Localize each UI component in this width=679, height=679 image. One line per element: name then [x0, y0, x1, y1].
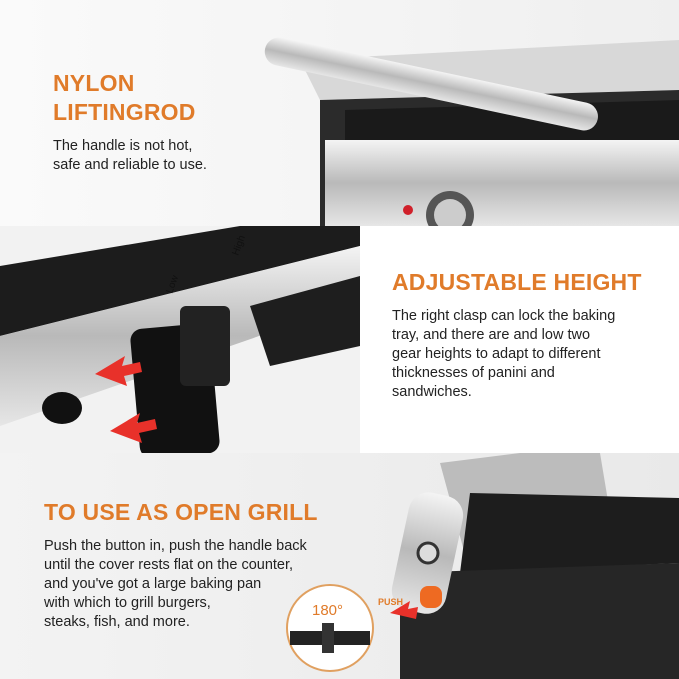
section-text: Push the button in, push the handle back — [44, 538, 307, 554]
grill-open-image: PUSH 180° — [286, 453, 679, 679]
section-adjustable-height: Low High ADJUSTABLE HEIGHT The right cla… — [0, 226, 679, 453]
section-title: ADJUSTABLE HEIGHT — [392, 269, 642, 295]
arrow-icon — [390, 601, 418, 619]
section-text: sandwiches. — [392, 384, 472, 400]
section-text: safe and reliable to use. — [53, 157, 207, 173]
section-text: steaks, fish, and more. — [44, 614, 190, 630]
section-text: The right clasp can lock the baking — [392, 308, 616, 324]
height-clasp-image: Low High — [0, 226, 360, 453]
push-label: PUSH — [378, 597, 403, 607]
section-text: gear heights to adapt to different — [392, 346, 601, 362]
section-text: The handle is not hot, — [53, 138, 193, 154]
section-title: LIFTINGROD — [53, 99, 196, 125]
section-text: thicknesses of panini and — [392, 365, 555, 381]
section-text: with which to grill burgers, — [44, 595, 211, 611]
section-open-grill: PUSH 180° TO USE AS OPEN GRILL Push the … — [0, 453, 679, 679]
section-text: until the cover rests flat on the counte… — [44, 557, 294, 573]
arrow-icon — [110, 413, 157, 443]
angle-label: 180° — [312, 602, 343, 619]
section-text: and you've got a large baking pan — [44, 576, 262, 592]
section-title: TO USE AS OPEN GRILL — [44, 499, 318, 525]
arrow-icon — [95, 356, 142, 386]
section-nylon-liftingrod: NYLON LIFTINGROD The handle is not hot, sa… — [0, 0, 679, 226]
push-button-icon — [420, 586, 442, 608]
section-text: tray, and there are and low two — [392, 327, 591, 343]
section-title: NYLON — [53, 70, 135, 96]
grill-closed-image — [264, 37, 679, 226]
